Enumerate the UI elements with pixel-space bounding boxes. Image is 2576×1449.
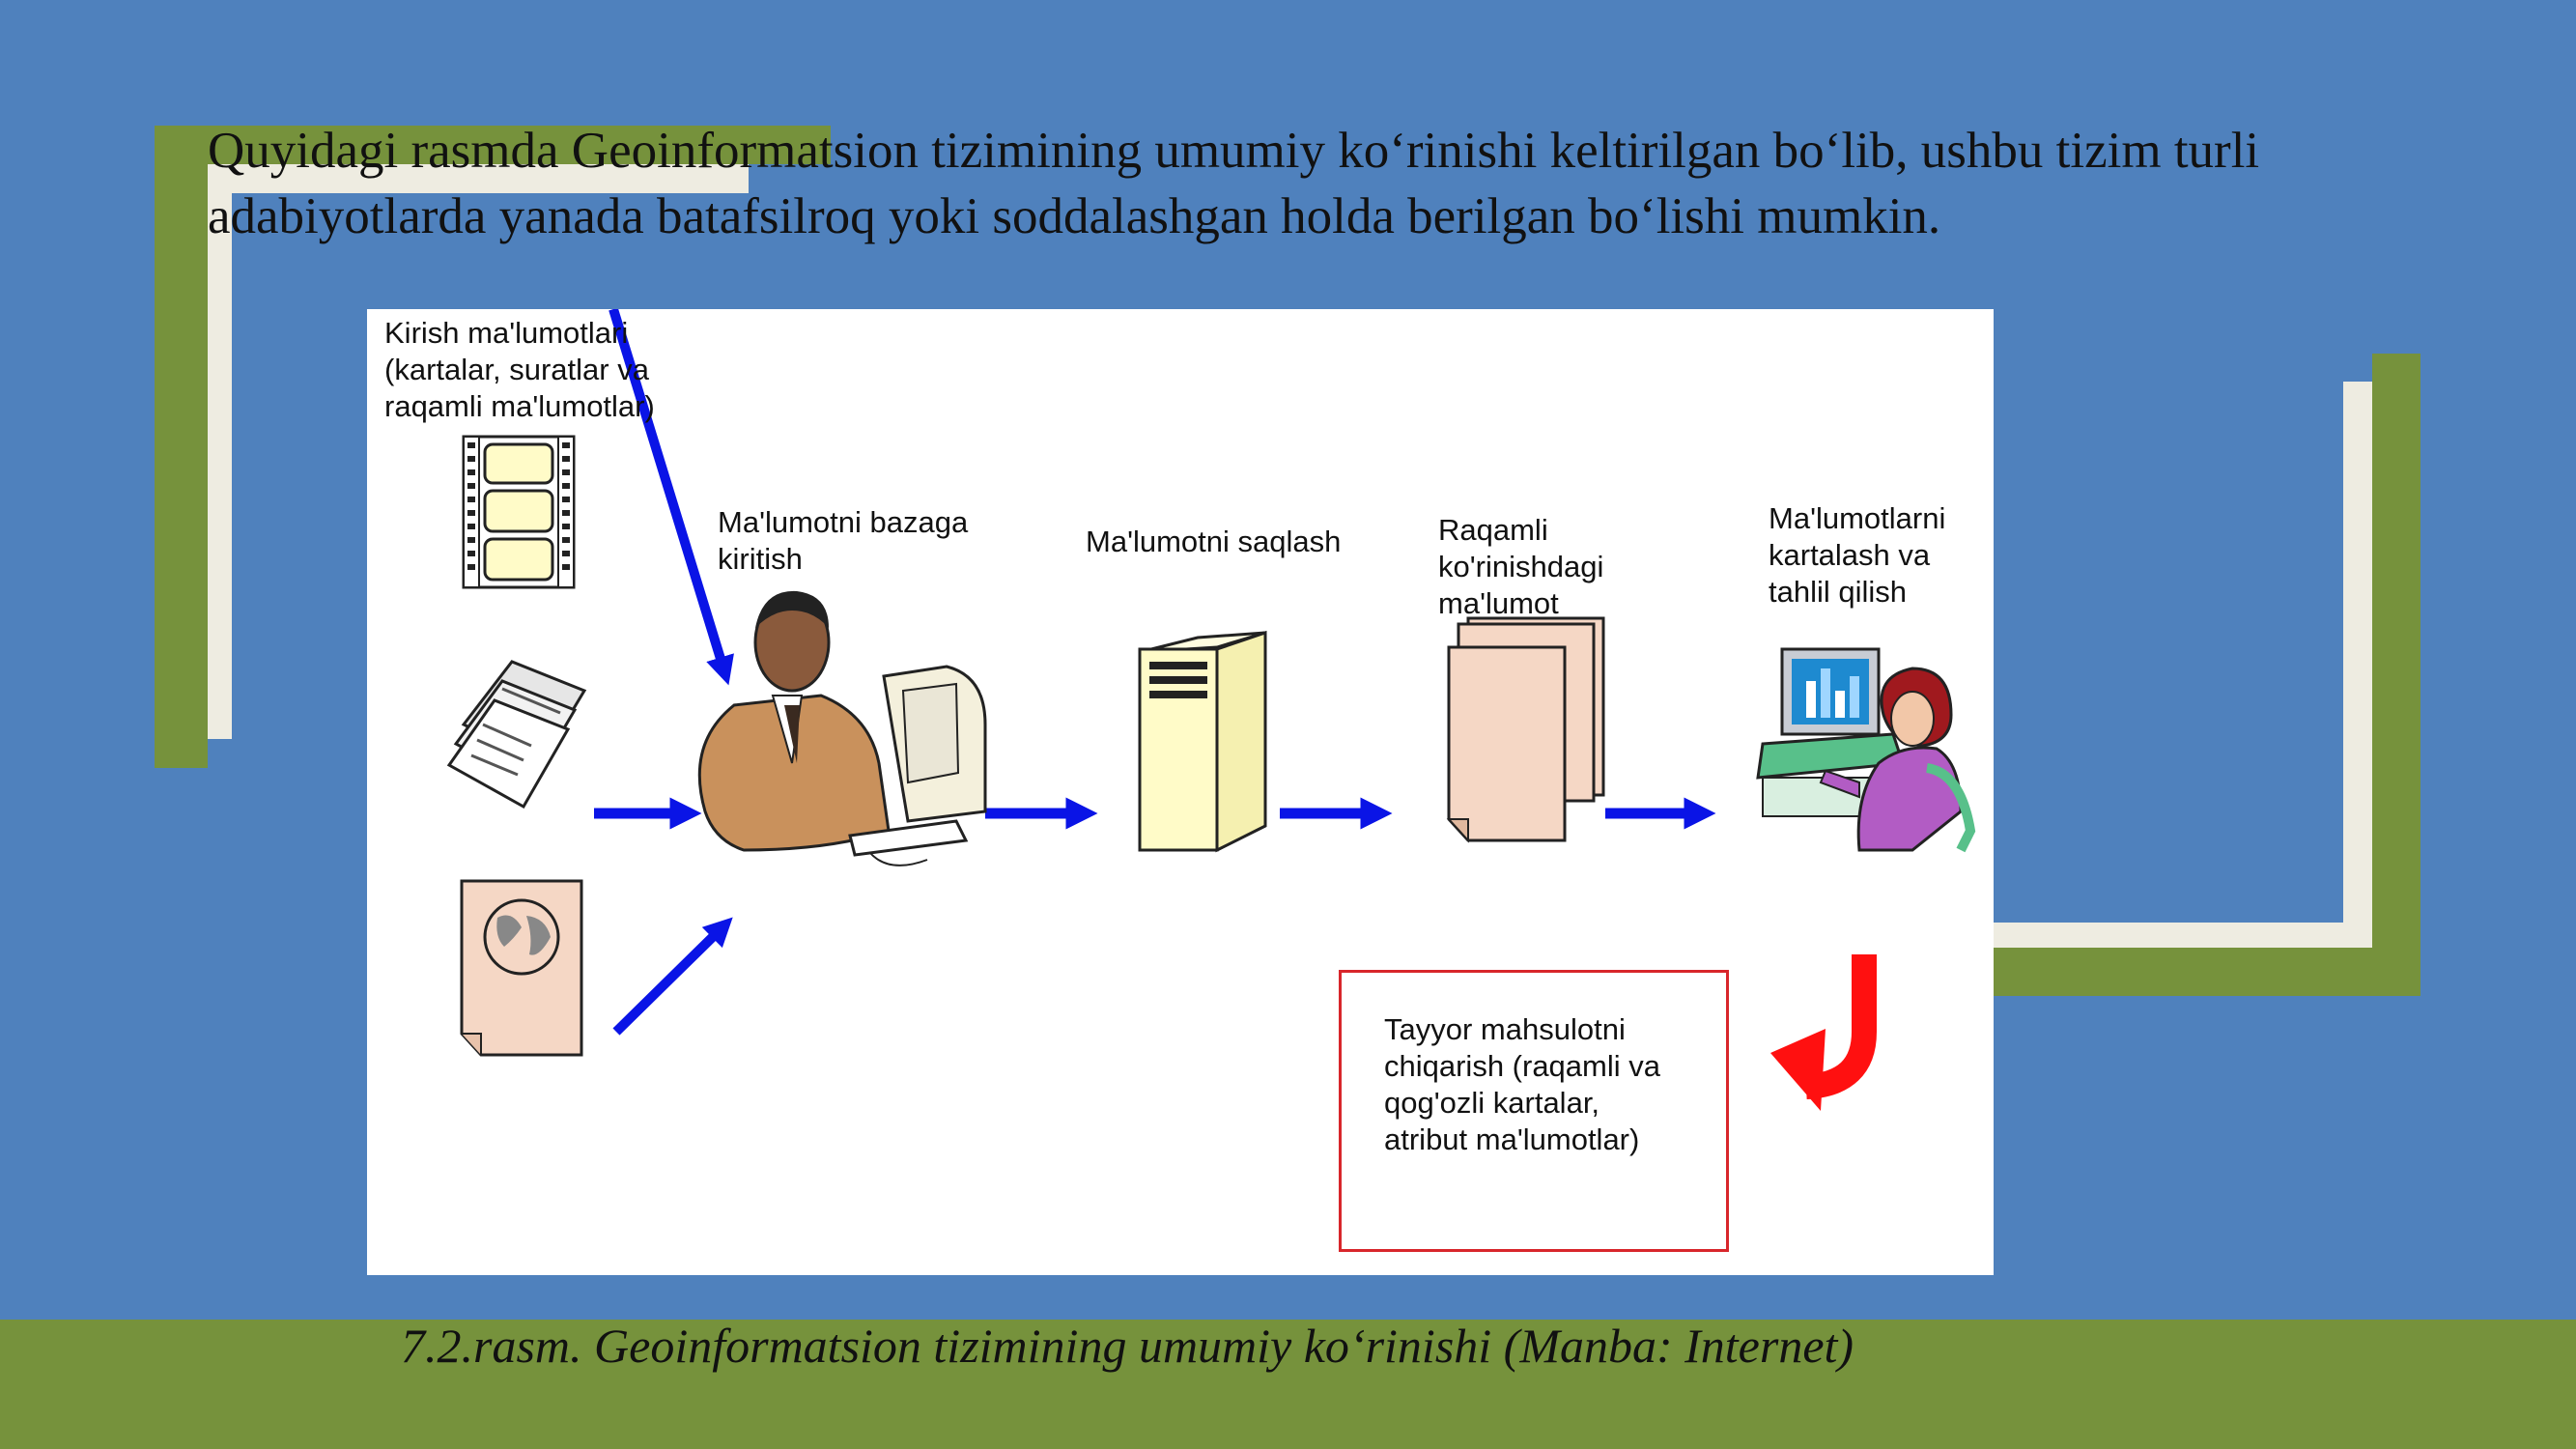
man-at-computer-icon — [697, 590, 987, 867]
data-entry-label: Ma'lumotni bazaga kiritish — [718, 505, 969, 576]
gis-diagram-graphics — [446, 309, 1976, 1111]
deco-green-frame-left-top — [155, 126, 831, 164]
deco-green-frame-right-bottom — [1932, 948, 2420, 996]
data-storage-label: Ma'lumotni saqlash — [1086, 525, 1342, 558]
deco-green-frame-right — [2372, 354, 2420, 996]
digital-data-label: Raqamli ko'rinishdagi ma'lumot — [1438, 513, 1604, 620]
arrow-map-to-entry — [612, 917, 733, 1036]
return-arrow-icon — [1770, 954, 1877, 1111]
arrow-film-to-entry — [609, 309, 734, 686]
deco-cream-frame-left — [208, 164, 232, 739]
final-output-box: Tayyor mahsulotni chiqarish (raqamli va … — [1339, 970, 1729, 1252]
globe-map-icon — [460, 879, 583, 1057]
mapping-analysis-label: Ma'lumotlarni kartalash va tahlil qilish — [1769, 501, 1946, 609]
slide-intro-text: Quyidagi rasmda Geoinformatsion tizimini… — [208, 123, 2260, 244]
paper-stack-icon — [446, 660, 587, 810]
final-output-label: Tayyor mahsulotni chiqarish (raqamli va … — [1384, 1012, 1660, 1156]
input-data-label: Kirish ma'lumotlari (kartalar, suratlar … — [384, 316, 655, 423]
document-stack-icon — [1446, 616, 1605, 843]
gis-diagram: Kirish ma'lumotlari (kartalar, suratlar … — [367, 309, 1994, 1275]
film-strip-icon — [462, 435, 576, 589]
bottom-bar — [0, 1320, 2576, 1449]
woman-at-computer-icon — [1756, 647, 1976, 853]
figure-caption: 7.2.rasm. Geoinformatsion tizimining umu… — [401, 1319, 1854, 1373]
deco-cream-frame-right-bottom — [1932, 923, 2372, 948]
deco-cream-frame-right — [2343, 382, 2372, 948]
deco-green-frame-left — [155, 126, 208, 768]
server-tower-icon — [1138, 630, 1267, 853]
deco-cream-frame-left-top — [208, 164, 749, 193]
